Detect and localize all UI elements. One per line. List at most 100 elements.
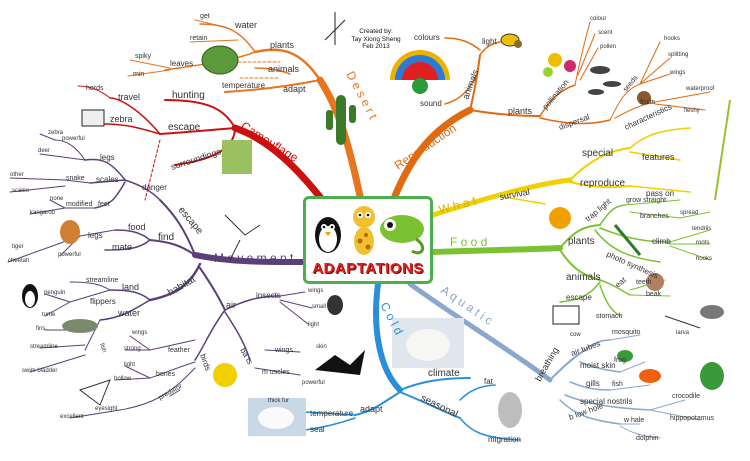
sun-illustration xyxy=(549,207,571,229)
desert-plants-label: plants xyxy=(270,40,295,50)
reproduction-splitting-label: splitting xyxy=(668,52,688,58)
mosquito-larva-illustration xyxy=(664,315,701,329)
movement-strong-label: strong xyxy=(124,346,141,352)
camouflage-travel-label: travel xyxy=(118,92,140,102)
cold-climate-label: climate xyxy=(428,368,460,379)
movement-habitat-branch xyxy=(148,262,202,302)
movement-land-label: land xyxy=(122,282,139,292)
what-passon-label: pass on xyxy=(646,189,674,198)
food-main-branch xyxy=(430,245,563,255)
aquatic-mosquito-branch xyxy=(609,334,641,341)
movement-air-label: air xyxy=(226,300,236,310)
food-larva-label: larva xyxy=(676,330,690,336)
what-survival-label: survival xyxy=(499,187,531,202)
movement-light2-label: light xyxy=(308,322,319,328)
aquatic-main-branch xyxy=(407,281,553,383)
windmill-illustration xyxy=(324,12,346,45)
bat-illustration xyxy=(315,350,365,375)
reproduction-scent-label: scent xyxy=(598,30,613,36)
movement-mate-label: mate xyxy=(112,242,132,252)
movement-swimbladder-label: swim bladder xyxy=(22,368,57,374)
desert-dash-link xyxy=(237,61,281,79)
food-traplight-branch xyxy=(599,204,626,226)
food-escape-branch xyxy=(559,281,601,303)
movement-streamline-label: streamline xyxy=(86,277,118,284)
desert-retain-branch xyxy=(189,39,239,43)
leaf-frog-illustration xyxy=(222,140,252,174)
reproduction-waterproof-branch xyxy=(654,91,711,103)
reproduction-seeds-label: seeds xyxy=(622,74,640,93)
what-reproduce-branch xyxy=(569,181,631,189)
movement-insect-light-branch xyxy=(279,301,309,325)
movement-penguin-branch xyxy=(44,293,71,303)
movement-other-label: other xyxy=(10,172,24,178)
movement-title: M o v e m e n t xyxy=(214,251,294,265)
cold-fat-label: fat xyxy=(484,377,494,386)
movement-bones-branch xyxy=(149,361,196,379)
food-tendrils-label: tendrils xyxy=(692,226,711,232)
reproduction-plants-label: plants xyxy=(508,106,533,116)
food-hooks-label: hooks xyxy=(696,256,712,262)
cold-climate-branch xyxy=(399,377,471,391)
aquatic-crocodile-label: crocodile xyxy=(672,393,700,400)
aquatic-dolphin-branch xyxy=(619,425,661,439)
camouflage-hunting-label: hunting xyxy=(172,90,205,101)
movement-scales-label: scales xyxy=(96,175,119,184)
reproduction-pollen-label: pollen xyxy=(600,44,616,50)
reproduction-fruits-branch xyxy=(614,101,656,119)
desert-water-label: water xyxy=(234,20,257,30)
movement-wings-label: wings xyxy=(131,330,147,336)
desert-spiky-branch xyxy=(129,59,171,69)
food-animals-branch xyxy=(559,249,601,281)
cold-migration-label: migration xyxy=(488,435,521,444)
desert-title: D e s e r t xyxy=(343,69,380,122)
food-eat-branch xyxy=(599,279,631,296)
camouflage-herds-branch xyxy=(77,85,111,99)
movement-water-branch xyxy=(99,299,151,321)
food-beak-label: beak xyxy=(646,291,662,298)
cold-migration-branch xyxy=(459,417,521,441)
food-teeth-label: teeth xyxy=(636,279,652,286)
movement-insect-wings-branch xyxy=(279,291,306,297)
reproduction-waterproof-label: waterproof xyxy=(685,86,715,92)
aquatic-breathing-branch xyxy=(549,349,586,381)
kangaroo-illustration xyxy=(60,220,80,244)
runner-illustration xyxy=(224,214,261,261)
credit-line1: Created by: xyxy=(359,28,393,35)
movement-mate-branch xyxy=(104,239,151,251)
reproduction-dispersal-branch xyxy=(539,117,611,125)
movement-light-label: light xyxy=(124,362,135,368)
reproduction-light-label: light xyxy=(482,37,497,46)
movement-tiger-label: tiger xyxy=(12,244,24,250)
what-characteristics-branch xyxy=(629,127,691,149)
center-animals-illustration xyxy=(315,206,425,255)
movement-penguin-label: penguin xyxy=(44,290,65,296)
food-growstraight-label: grow straight xyxy=(626,197,666,204)
what-survival-branch xyxy=(499,195,546,205)
movement-predator-branch xyxy=(169,389,181,397)
desert-animals-label: animals xyxy=(268,64,300,74)
movement-danger-label: danger xyxy=(142,183,167,192)
desert-temperature-label: temperature xyxy=(222,81,266,90)
movement-flippers-label: flippers xyxy=(90,297,116,306)
cold-seal-label: seal xyxy=(310,425,325,434)
movement-kangaroo-branch xyxy=(29,207,66,215)
reproduction-colours-branch xyxy=(444,37,481,51)
food-tendrils-branch xyxy=(669,229,711,243)
food-plants-label: plants xyxy=(568,236,595,247)
reproduction-fleshy-label: fleshy xyxy=(684,108,700,114)
movement-insect-small-branch xyxy=(279,299,313,309)
frog-illustration xyxy=(617,350,633,362)
movement-escape-label: escape xyxy=(176,205,205,237)
movement-turtle-label: turtle xyxy=(42,312,56,318)
movement-find-branch xyxy=(149,239,196,256)
bird-illustration xyxy=(213,363,237,387)
food-stomach-branch xyxy=(599,284,621,317)
penguin-chick-illustration xyxy=(498,392,522,428)
cow-illustration xyxy=(552,305,580,325)
food-branches-label: branches xyxy=(640,213,669,220)
movement-water-label: water xyxy=(117,308,140,318)
movement-cheetah-label: cheetah xyxy=(8,258,29,264)
reproduction-wings-branch xyxy=(639,73,671,85)
reproduction-fruits-label: fruits xyxy=(640,99,656,106)
